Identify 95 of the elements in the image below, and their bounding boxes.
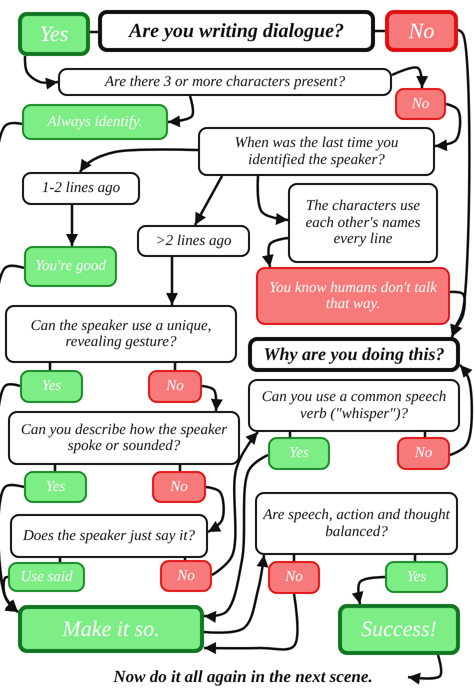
connector-line	[54, 465, 56, 471]
node-text: You know humans don't talk that way.	[268, 280, 438, 312]
arrow	[450, 364, 474, 456]
node-text: Why are you doing this?	[263, 344, 445, 364]
connector-line	[90, 30, 98, 34]
node-text: You're good	[35, 258, 106, 275]
node-text: Make it so.	[62, 616, 160, 642]
connector-line	[288, 432, 292, 437]
connector-line	[414, 555, 416, 561]
answer-box	[22, 104, 168, 140]
arrow	[168, 96, 194, 128]
outcome-box	[385, 10, 458, 52]
question-box	[248, 337, 460, 372]
connector-line	[292, 555, 296, 561]
arrow	[352, 576, 386, 604]
node-text: 1-2 lines ago	[42, 180, 120, 197]
arrow	[66, 205, 78, 246]
answer-box	[385, 561, 448, 593]
node-text: Are there 3 or more characters present?	[104, 74, 346, 90]
question-box	[58, 68, 392, 96]
note-text: Now do it all again in the next scene.	[113, 668, 373, 686]
arrow	[194, 175, 224, 226]
node-text: Yes	[42, 378, 62, 395]
node-text: Success!	[361, 617, 437, 642]
connector-line	[58, 558, 62, 562]
outcome-box	[18, 605, 204, 653]
node-text: Yes	[40, 22, 68, 46]
answer-box	[268, 561, 320, 594]
answer-box	[152, 471, 206, 503]
node-text: When was the last time you identified the speaker?	[234, 135, 400, 168]
answer-box	[24, 246, 117, 287]
node-text: Yes	[406, 568, 426, 586]
question-box	[255, 492, 458, 555]
connector-line	[184, 558, 186, 560]
node-text: Use said	[20, 568, 73, 586]
arrow	[450, 28, 471, 338]
arrow	[2, 576, 19, 613]
node-text: Are speech, action and thought balanced?	[262, 507, 451, 540]
node-text: Can you describe how the speaker spoke or sounded?	[20, 422, 228, 454]
answer-box	[397, 437, 450, 470]
node-text: >2 lines ago	[156, 232, 232, 250]
node-text: Are you writing dialogue?	[128, 20, 344, 42]
arrow	[0, 484, 24, 613]
outcome-box	[338, 604, 460, 655]
node-text: Can the speaker use a unique, revealing gesture?	[30, 318, 212, 350]
node-text: Does the speaker just say it?	[22, 528, 196, 544]
arrow	[24, 56, 58, 90]
node-text: No	[408, 18, 434, 44]
arrow	[211, 431, 259, 576]
arrow	[0, 122, 22, 613]
answer-box	[256, 267, 450, 325]
question-box	[198, 127, 435, 176]
question-box	[8, 411, 240, 465]
arrow	[256, 176, 288, 225]
connector-line	[48, 363, 52, 370]
arrow	[204, 554, 268, 634]
node-text: No	[170, 478, 188, 496]
arrow	[391, 66, 428, 88]
question-box	[5, 305, 237, 363]
question-box	[22, 172, 140, 205]
node-text: Always identify.	[48, 114, 142, 130]
answer-box	[268, 437, 330, 470]
answer-box	[20, 370, 83, 403]
answer-box	[8, 562, 85, 592]
question-box	[288, 183, 438, 263]
question-box	[10, 514, 208, 558]
arrow	[166, 257, 178, 305]
node-text: No	[414, 445, 432, 462]
question-box	[248, 379, 460, 432]
arrow	[204, 454, 269, 623]
arrow	[262, 236, 288, 268]
answer-box	[395, 88, 446, 120]
arrow	[0, 264, 24, 613]
answer-box	[24, 471, 87, 503]
arrow	[78, 148, 198, 173]
node-text: Yes	[46, 478, 66, 496]
node-text: No	[412, 96, 430, 112]
question-box	[137, 225, 250, 257]
arrow	[450, 290, 466, 338]
connector-line	[178, 465, 182, 471]
connector-line	[424, 432, 426, 437]
node-text: Can you use a common speech verb ("whisper")?	[260, 389, 448, 422]
question-box	[98, 10, 375, 52]
arrow	[408, 654, 442, 685]
connector-line	[375, 30, 385, 32]
node-text: Yes	[289, 445, 309, 462]
node-text: No	[166, 378, 184, 395]
node-text: No	[177, 568, 195, 584]
answer-box	[148, 370, 202, 403]
outcome-box	[18, 12, 90, 56]
node-text: The characters use each other's names every line	[304, 198, 422, 248]
arrow	[204, 594, 299, 654]
answer-box	[160, 560, 212, 592]
node-text: No	[285, 569, 303, 586]
connector-line	[174, 363, 176, 370]
